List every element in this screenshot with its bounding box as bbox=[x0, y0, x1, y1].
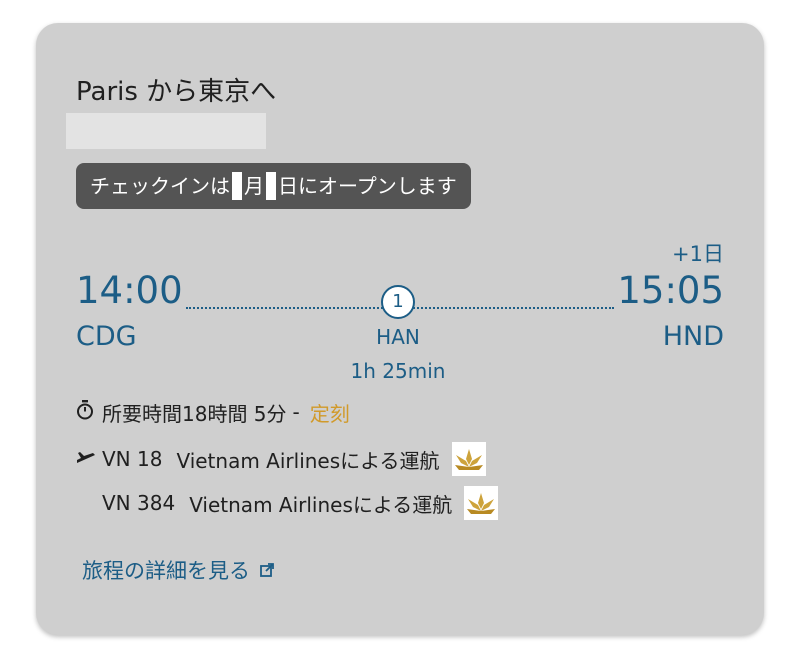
layover-duration: 1h 25min bbox=[350, 359, 446, 383]
flight-operator: Vietnam Airlinesによる運航 bbox=[176, 448, 440, 473]
checkin-banner: チェックインは 月 日にオープンします bbox=[76, 163, 471, 209]
duration-text: 所要時間18時間 5分 bbox=[102, 401, 287, 426]
flight-card: Paris から東京へ チェックインは 月 日にオープンします +1日 14:0… bbox=[36, 23, 764, 635]
flight-row: VN 384 Vietnam Airlinesによる運航 bbox=[76, 485, 499, 521]
airplane-icon bbox=[76, 447, 102, 471]
arrival-day-offset: +1日 bbox=[672, 242, 724, 266]
redacted-month bbox=[232, 172, 242, 200]
departure-airport: CDG bbox=[76, 321, 137, 352]
flight-operator: Vietnam Airlinesによる運航 bbox=[189, 492, 453, 517]
flight-number: VN 18 bbox=[102, 447, 163, 471]
route-title: Paris から東京へ bbox=[76, 77, 277, 107]
arrival-airport: HND bbox=[662, 321, 724, 352]
itinerary-details-link[interactable]: 旅程の詳細を見る bbox=[82, 555, 274, 585]
stop-count-badge: 1 bbox=[381, 285, 415, 319]
stopwatch-icon bbox=[76, 399, 102, 425]
vietnam-airlines-logo bbox=[451, 442, 486, 476]
external-link-icon bbox=[260, 558, 274, 582]
checkin-text-end: 日にオープンします bbox=[278, 174, 457, 198]
duration-separator: - bbox=[292, 400, 300, 424]
checkin-text-start: チェックインは bbox=[90, 174, 230, 198]
on-time-status: 定刻 bbox=[309, 401, 350, 426]
duration-row: 所要時間18時間 5分 - 定刻 bbox=[76, 397, 350, 427]
redacted-block bbox=[66, 113, 266, 149]
redacted-day bbox=[266, 172, 276, 200]
arrival-time: 15:05 bbox=[617, 269, 724, 312]
departure-time: 14:00 bbox=[76, 269, 183, 312]
checkin-text-month: 月 bbox=[244, 174, 264, 198]
stop-airport: HAN bbox=[376, 325, 420, 349]
vietnam-airlines-logo bbox=[464, 486, 499, 520]
itinerary-details-label: 旅程の詳細を見る bbox=[82, 559, 250, 583]
flight-row: VN 18 Vietnam Airlinesによる運航 bbox=[76, 441, 486, 477]
flight-number: VN 384 bbox=[102, 491, 176, 515]
